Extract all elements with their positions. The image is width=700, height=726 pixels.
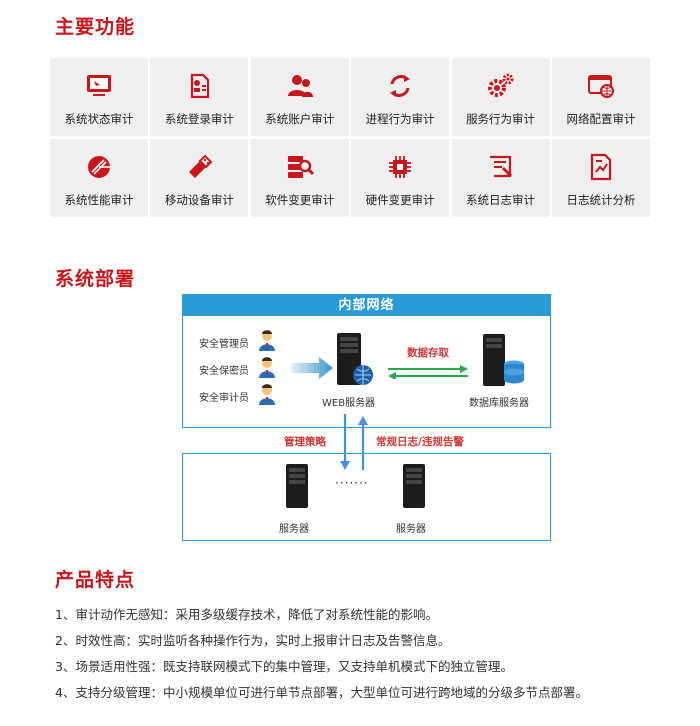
user-icon [259,330,275,405]
function-tile[interactable]: 进程行为审计 [351,58,450,136]
gears-icon [487,73,514,97]
section-title-deployment: 系统部署 [55,268,136,290]
chip-icon [389,156,412,178]
feature-item: 2、时效性高：实时监听各种操作行为，实时上报审计日志及告警信息。 [55,633,451,648]
usb-drive-icon [189,154,213,178]
log-scroll-icon [489,155,512,178]
report-icon [590,153,612,181]
users-icon [287,75,313,97]
ellipsis: ······· [335,476,369,490]
function-tile[interactable]: 系统登录审计 [150,58,249,136]
function-tile[interactable]: 系统状态审计 [50,58,148,136]
database-server-label: 数据库服务器 [469,398,529,409]
function-label: 系统账户审计 [265,112,335,126]
section-title-functions: 主要功能 [55,16,136,38]
web-server-icon [337,333,373,385]
function-tile[interactable]: 日志统计分析 [551,139,650,217]
function-tile[interactable]: 硬件变更审计 [351,139,450,217]
id-badge-icon [191,73,210,99]
function-label: 系统登录审计 [164,112,234,126]
web-server-label: WEB服务器 [322,398,376,409]
bidirectional-arrow-icon [388,365,468,379]
function-label: 硬件变更审计 [365,193,435,207]
function-label: 网络配置审计 [566,112,636,126]
function-label: 进程行为审计 [365,112,435,126]
function-label: 移动设备审计 [164,193,234,207]
pie-chart-icon [88,156,110,178]
role-label: 安全管理员 [199,339,249,350]
server-cluster-box: 服务器 ······· 服务器 [182,453,551,541]
function-tile[interactable]: 网络配置审计 [551,58,650,136]
role-label: 安全保密员 [199,366,249,377]
arrow-right-icon [291,357,333,379]
role-label: 安全审计员 [199,393,249,404]
monitor-icon [87,75,111,96]
server-icon [403,464,425,508]
feature-item: 4、支持分级管理：中小规模单位可进行单节点部署，大型单位可进行跨地域的分级多节点… [55,685,588,700]
function-tile[interactable]: 移动设备审计 [150,139,249,217]
feature-item: 1、审计动作无感知：采用多级缓存技术，降低了对系统性能的影响。 [55,607,438,622]
function-label: 系统状态审计 [64,112,134,126]
section-title-features: 产品特点 [55,569,136,591]
function-tile[interactable]: 系统日志审计 [451,139,550,217]
server-label: 服务器 [279,524,309,535]
function-label: 日志统计分析 [566,193,636,207]
function-label: 软件变更审计 [265,193,335,207]
function-tile[interactable]: 系统账户审计 [250,58,349,136]
function-grid: 系统状态审计 系统登录审计 系统账户审计 进程行为审计 [50,58,650,217]
policy-label: 管理策略 [284,436,326,448]
data-access-label: 数据存取 [407,347,449,359]
log-alert-label: 常规日志/违规告警 [376,436,464,448]
database-server-icon [483,334,524,386]
refresh-icon [390,75,411,97]
feature-item: 3、场景适用性强：既支持联网模式下的集中管理，又支持单机模式下的独立管理。 [55,659,513,674]
function-label: 系统性能审计 [64,193,134,207]
server-search-icon [287,156,314,178]
server-label: 服务器 [396,524,426,535]
internal-network-box: 内部网络 安全管理员 安全保密员 安全审计员 WEB服务器 数据存取 数据 [182,294,551,428]
function-tile[interactable]: 系统性能审计 [50,139,148,217]
function-label: 服务行为审计 [466,112,536,126]
web-window-icon [587,75,614,98]
function-label: 系统日志审计 [466,193,536,207]
function-tile[interactable]: 软件变更审计 [250,139,349,217]
vertical-arrows-icon [340,414,368,470]
internal-network-title: 内部网络 [183,295,550,316]
function-tile[interactable]: 服务行为审计 [451,58,550,136]
server-icon [286,464,308,508]
